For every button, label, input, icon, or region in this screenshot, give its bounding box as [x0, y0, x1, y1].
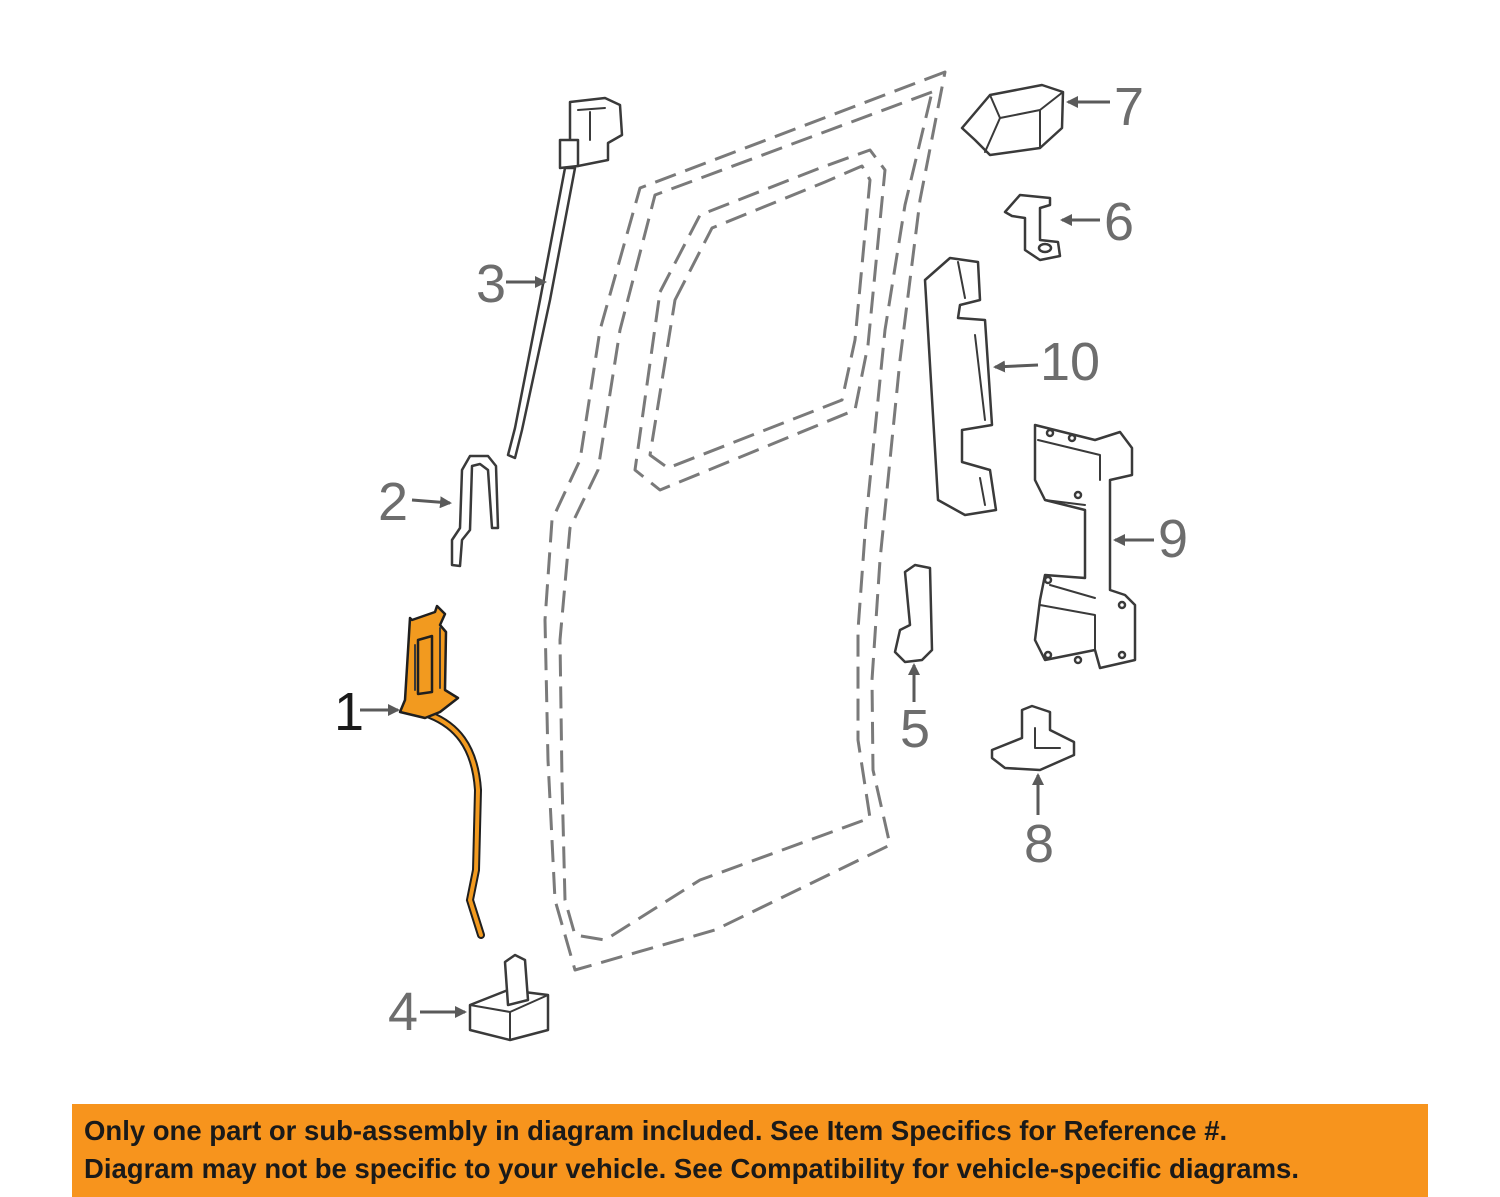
- callout-4: 4: [388, 982, 467, 1042]
- part-10-panel: [923, 256, 998, 517]
- part-3-rod-with-bracket: [506, 96, 624, 460]
- svg-text:8: 8: [1024, 814, 1054, 874]
- part-7-bracket: [960, 83, 1065, 157]
- svg-text:6: 6: [1104, 192, 1134, 252]
- parts-diagram: 1 2 3 4 5 6 7 8 9 10: [334, 70, 1188, 1042]
- svg-text:5: 5: [900, 699, 930, 759]
- svg-text:9: 9: [1158, 509, 1188, 569]
- callout-1: 1: [334, 682, 400, 742]
- part-6-bracket: [1003, 193, 1062, 262]
- svg-text:1: 1: [334, 682, 364, 742]
- disclaimer-line-1: Only one part or sub-assembly in diagram…: [84, 1115, 1228, 1146]
- callout-6: 6: [1060, 192, 1134, 252]
- part-9-hinge: [1033, 423, 1137, 670]
- disclaimer-line-2: Diagram may not be specific to your vehi…: [84, 1153, 1299, 1184]
- part-8-bumper: [990, 704, 1076, 772]
- door-outline: [543, 70, 947, 972]
- part-1-handle-with-cable: [398, 604, 485, 939]
- svg-text:4: 4: [388, 982, 418, 1042]
- callout-10: 10: [993, 332, 1100, 392]
- part-5-striker-cover: [893, 563, 934, 664]
- svg-text:3: 3: [476, 254, 506, 314]
- callout-9: 9: [1113, 509, 1188, 569]
- part-2-clip: [450, 454, 500, 568]
- callout-5: 5: [900, 663, 930, 759]
- disclaimer-banner: Only one part or sub-assembly in diagram…: [72, 1104, 1428, 1197]
- callout-7: 7: [1066, 77, 1144, 137]
- callout-3: 3: [476, 254, 547, 314]
- svg-text:2: 2: [378, 472, 408, 532]
- callout-8: 8: [1024, 773, 1054, 874]
- callout-2: 2: [378, 472, 452, 532]
- part-4-bumper-block: [468, 953, 550, 1042]
- svg-text:10: 10: [1040, 332, 1100, 392]
- svg-text:7: 7: [1114, 77, 1144, 137]
